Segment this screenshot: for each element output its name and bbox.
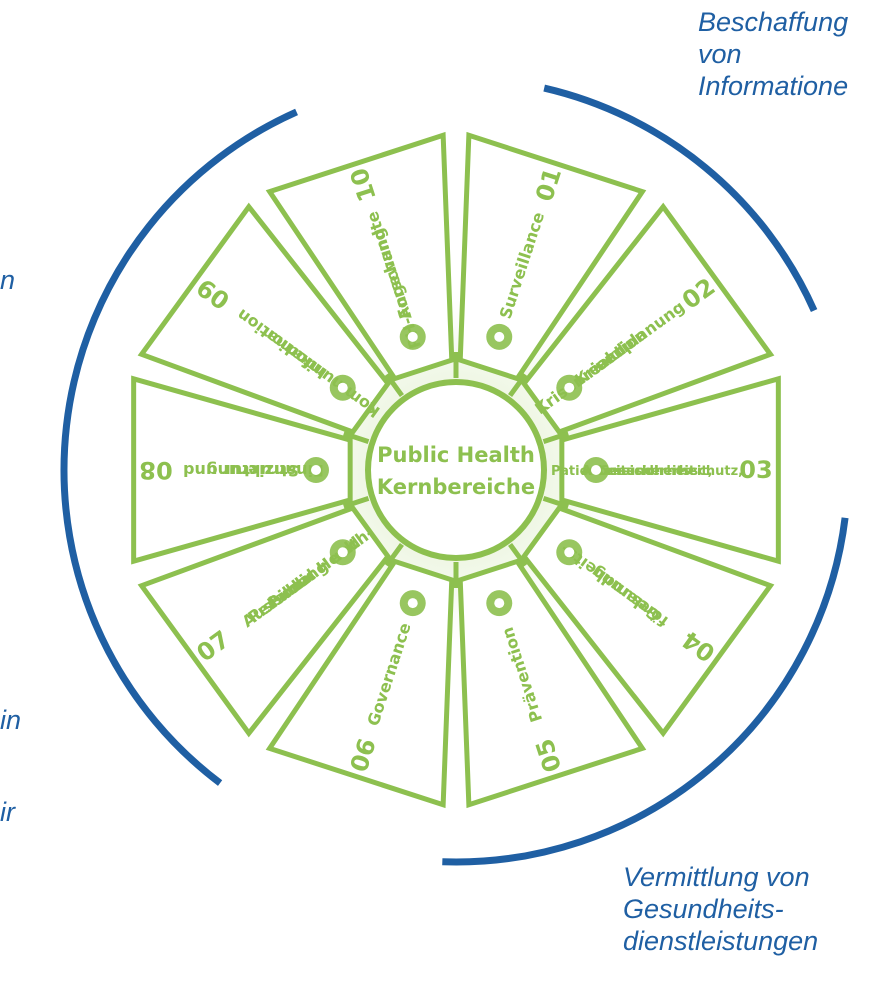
caption-bottom-line1: Vermittlung von	[623, 862, 810, 892]
caption-top-line2: von	[698, 39, 742, 69]
caption-bottom-line2: Gesundheits-	[623, 894, 784, 924]
blue-arc-top-right	[543, 84, 818, 312]
government-building-icon	[399, 590, 426, 617]
books-icon	[399, 323, 426, 350]
caption-bottom-line3: dienstleistungen	[623, 926, 819, 956]
center-title-line1: Public Health	[377, 443, 535, 467]
syringe-icon	[486, 590, 513, 617]
caption-top-line1: Beschaffung	[698, 7, 849, 37]
people-hands-icon	[583, 457, 609, 483]
blue-bracket-arcs	[60, 84, 849, 866]
spoke	[542, 431, 569, 444]
segment-02-outline	[520, 202, 775, 436]
spoke	[343, 431, 370, 444]
speech-bubbles-icon	[329, 374, 356, 401]
segment-03-label-line-1: Gesundheitsschutz,	[599, 464, 743, 479]
caption-top-line3: Informatione	[698, 71, 849, 101]
segment-03: 03Gesundheitsschutz,Arbeitssicherheit,Pa…	[551, 375, 781, 565]
left-text-fragment-2: in	[0, 705, 22, 735]
monitor-chart-icon	[556, 374, 583, 401]
segment-09-outline	[137, 202, 392, 436]
network-people-icon	[329, 539, 356, 566]
binoculars-icon	[486, 323, 513, 350]
segment-03-label-line-2: Arbeitssicherheit,	[581, 464, 712, 479]
caption-information-procurement: Beschaffung von Informatione	[698, 6, 848, 102]
left-text-fragment-1: n	[0, 265, 16, 295]
blue-arc-left	[60, 108, 298, 786]
segment-10-outline	[265, 131, 455, 382]
segment-03-number: 03	[739, 456, 772, 484]
spoke	[343, 496, 370, 509]
spoke-group	[343, 352, 569, 588]
segment-06-outline	[265, 558, 455, 809]
hub-circle	[365, 379, 547, 561]
segment-03-label-line-3: Patientensicherheit	[551, 464, 695, 479]
blue-arc-bottom-right	[442, 517, 849, 866]
apple-icon	[556, 539, 583, 566]
spoke	[508, 542, 528, 567]
segment-03-outline	[559, 375, 781, 565]
center-title-line2: Kernbereiche	[377, 475, 535, 499]
segment-08-label-line-1: Struktur und	[183, 461, 299, 480]
segment-01-outline	[457, 131, 647, 382]
segment-05-outline	[457, 558, 647, 809]
scales-icon	[303, 457, 329, 483]
segment-08-outline	[131, 375, 353, 565]
caption-service-delivery: Vermittlung von Gesundheits- dienstleist…	[623, 861, 818, 957]
spoke	[384, 373, 404, 398]
left-text-fragment-3: ir	[0, 797, 15, 827]
segment-07-outline	[137, 504, 392, 738]
spoke	[542, 496, 569, 509]
segment-04-outline	[520, 504, 775, 738]
spoke	[384, 542, 404, 567]
segment-08-label-line-2: Finanzierung	[206, 461, 324, 480]
spoke	[508, 373, 528, 398]
segment-08-number: 08	[139, 456, 172, 484]
